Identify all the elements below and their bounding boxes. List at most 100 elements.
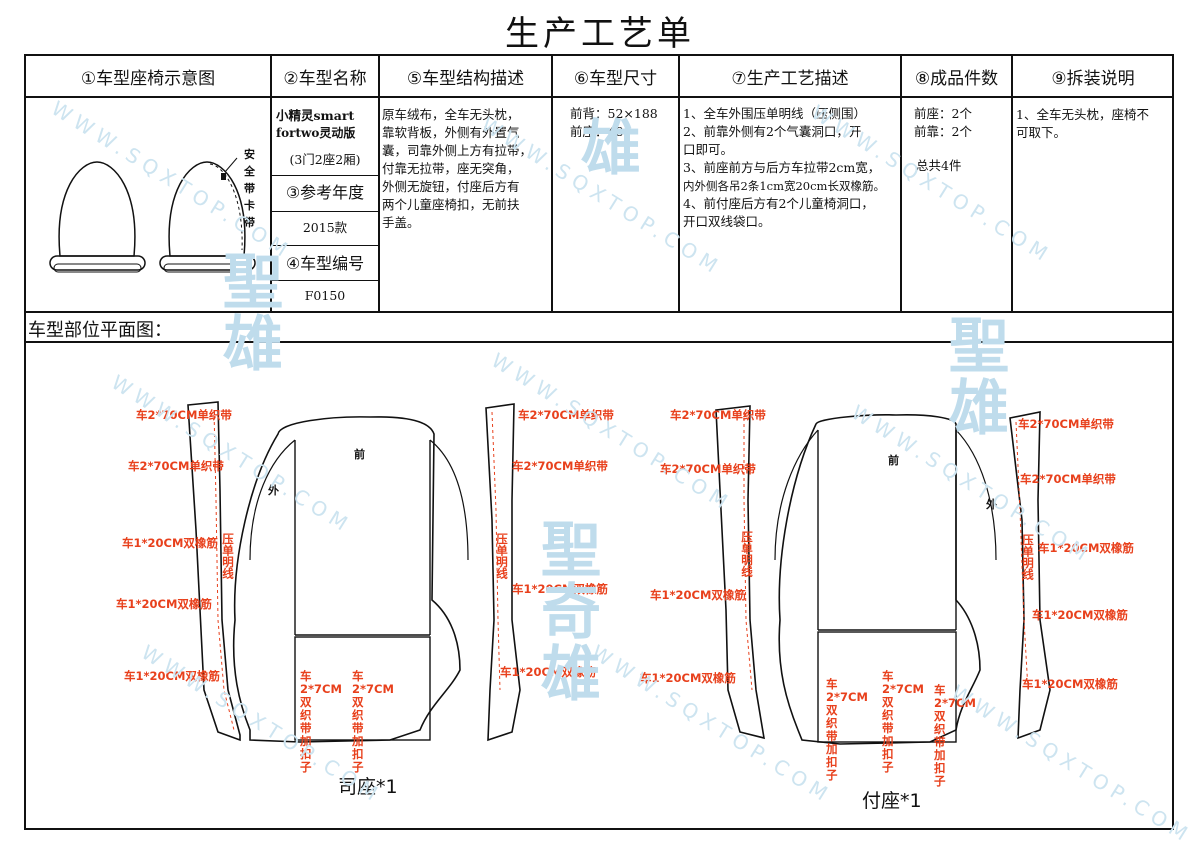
annotation-band: 车2*70CM单织带 bbox=[518, 408, 614, 422]
divider bbox=[270, 280, 380, 281]
strap-annotation: 车 2*7CM 双 织 带 加 扣 子 bbox=[300, 670, 344, 774]
stitch-line bbox=[213, 409, 235, 731]
belt-label: 卡 bbox=[244, 198, 255, 212]
text-line: 总共4件 bbox=[916, 158, 962, 173]
structure-description: 原车绒布，全车无头枕， 靠软背板，外侧有外置气 囊，司靠外侧上方有拉带， 付靠无… bbox=[382, 107, 552, 233]
header-seat-diagram: ①车型座椅示意图 bbox=[80, 68, 216, 89]
annotation-elastic: 车1*20CM双橡筋 bbox=[1022, 677, 1118, 691]
text-line: 手盖。 bbox=[382, 215, 420, 230]
driver-seat-caption: 司座*1 bbox=[338, 776, 398, 798]
driver-seat-pattern: 前 外 车2*70CM单织带 车2*70CM单织带 车1*20CM双橡筋 车1*… bbox=[116, 401, 614, 743]
strap-text: 加 bbox=[352, 734, 364, 748]
strap-text: 2*7CM bbox=[826, 690, 868, 704]
annotation-elastic: 车1*20CM双橡筋 bbox=[124, 669, 220, 683]
ref-year-label: ③参考年度 bbox=[285, 183, 365, 202]
strap-text: 扣 bbox=[882, 747, 894, 761]
seam bbox=[774, 429, 819, 561]
strap-text: 织 bbox=[882, 708, 894, 722]
model-code-label: ④车型编号 bbox=[285, 254, 365, 273]
strap-text: 扣 bbox=[934, 761, 946, 775]
divider bbox=[270, 211, 380, 212]
header-disassembly: ⑨拆装说明 bbox=[1051, 68, 1135, 89]
left-side-panel bbox=[715, 405, 765, 740]
text-line: 1、全车外围压单明线（压侧围） bbox=[683, 106, 866, 121]
annotation-elastic: 车1*20CM双橡筋 bbox=[500, 665, 596, 679]
text-line: 开口双线袋口。 bbox=[683, 214, 771, 229]
seat-back-outline bbox=[58, 161, 136, 257]
text-line: 前背：52×188 bbox=[570, 106, 658, 121]
quantity-description: 前座：2个 前靠：2个 总共4件 bbox=[914, 106, 1010, 174]
strap-text: 加 bbox=[300, 734, 312, 748]
divider bbox=[551, 56, 553, 312]
strap-text: 车 bbox=[300, 669, 312, 683]
belt-label: 带 bbox=[244, 215, 255, 229]
annotation-band: 车2*70CM单织带 bbox=[136, 408, 232, 422]
annotation-elastic: 车1*20CM双橡筋 bbox=[640, 671, 736, 685]
passenger-seat-caption: 付座*1 bbox=[862, 790, 922, 812]
annotation-band: 车2*70CM单织带 bbox=[128, 459, 224, 473]
back-panel-outline bbox=[232, 416, 461, 743]
belt-label: 带 bbox=[244, 181, 255, 195]
passenger-seat-pattern: 前 外 车2*70CM单织带 车2*70CM单织带 车1*20CM双橡筋 车1*… bbox=[640, 405, 1134, 745]
section-label: 车型部位平面图： bbox=[28, 320, 172, 341]
strap-text: 双 bbox=[826, 703, 838, 717]
strap-text: 子 bbox=[826, 768, 838, 782]
belt-clip bbox=[221, 173, 226, 180]
outer-label: 外 bbox=[267, 483, 279, 497]
seat-sketch: 安 全 带 卡 带 bbox=[49, 147, 256, 273]
right-side-panel bbox=[1009, 411, 1051, 740]
text-line: 外侧无旋钮，付座后方有 bbox=[382, 179, 520, 194]
strap-text: 车 bbox=[882, 669, 894, 683]
annotation-elastic: 车1*20CM双橡筋 bbox=[512, 582, 608, 596]
seat-cushion-base bbox=[53, 263, 142, 273]
stitch-annotation-vertical: 压单明线 bbox=[740, 531, 754, 577]
strap-text: 2*7CM bbox=[300, 682, 342, 696]
divider bbox=[900, 56, 902, 312]
strap-text: 车 bbox=[352, 669, 364, 683]
model-code: F0150 bbox=[304, 288, 346, 303]
strap-text: 扣 bbox=[826, 755, 838, 769]
text-line: 囊，司靠外侧上方有拉带， bbox=[382, 143, 533, 158]
strap-text: 扣 bbox=[300, 747, 312, 761]
seat-cushion-panel bbox=[294, 636, 431, 741]
strap-text: 织 bbox=[300, 708, 312, 722]
outer-label: 外 bbox=[985, 497, 997, 511]
left-side-panel bbox=[187, 401, 241, 742]
text-line: 口即可。 bbox=[683, 142, 734, 157]
annotation-band: 车2*70CM单织带 bbox=[512, 459, 608, 473]
text-line: 4、前付座后方有2个儿童椅洞口， bbox=[683, 196, 874, 211]
annotation-band: 车2*70CM单织带 bbox=[660, 462, 756, 476]
seat-back-stitch bbox=[209, 163, 243, 251]
strap-text: 带 bbox=[826, 729, 838, 743]
strap-text: 扣 bbox=[352, 747, 364, 761]
stitch-line bbox=[1015, 421, 1029, 691]
text-line: 靠软背板，外侧有外置气 bbox=[382, 125, 520, 140]
seat-cushion-panel bbox=[817, 631, 957, 743]
strap-text: 双 bbox=[934, 709, 946, 723]
header-quantity: ⑧成品件数 bbox=[914, 68, 999, 89]
seat-cushion bbox=[159, 255, 256, 271]
strap-text: 带 bbox=[352, 721, 364, 735]
stitch-line bbox=[743, 412, 753, 691]
strap-text: 带 bbox=[934, 735, 946, 749]
ref-year: 2015款 bbox=[302, 220, 348, 235]
header-model-name: ②车型名称 bbox=[283, 68, 367, 89]
right-side-panel bbox=[485, 403, 521, 742]
strap-text: 带 bbox=[882, 721, 894, 735]
model-config: (3门2座2厢) bbox=[289, 152, 361, 167]
size-description: 前背：52×188 前座：481 bbox=[570, 106, 678, 140]
text-line: 前座：481 bbox=[570, 124, 632, 139]
strap-text: 车 bbox=[826, 677, 838, 691]
belt-label: 安 bbox=[244, 147, 255, 161]
stitch-line bbox=[491, 411, 501, 691]
seat-cushion bbox=[49, 255, 146, 271]
annotation-elastic: 车1*20CM双橡筋 bbox=[1038, 541, 1134, 555]
front-label: 前 bbox=[354, 447, 365, 461]
sheet-frame bbox=[24, 54, 1174, 830]
strap-text: 子 bbox=[300, 760, 312, 774]
stitch-annotation-vertical: 压单明线 bbox=[495, 533, 509, 579]
strap-text: 织 bbox=[826, 716, 838, 730]
model-name-line: 小精灵smart bbox=[276, 108, 355, 123]
annotation-band: 车2*70CM单织带 bbox=[1018, 417, 1114, 431]
strap-text: 子 bbox=[934, 774, 946, 788]
